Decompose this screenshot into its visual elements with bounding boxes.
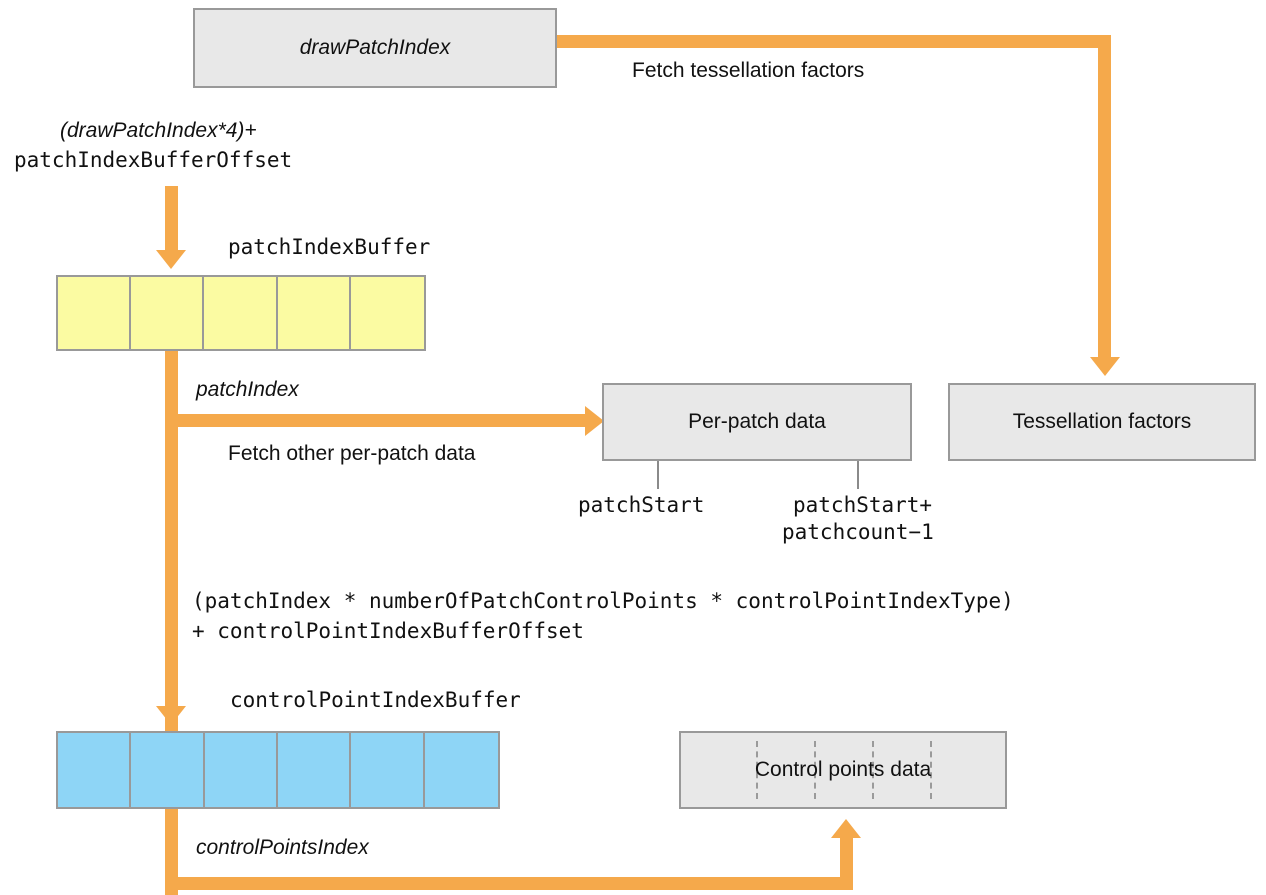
arrowhead-down-control-point-index-buffer-icon	[156, 706, 186, 725]
edge-offset-to-patch-index-buffer	[165, 186, 178, 254]
node-tessellation-factors[interactable]: Tessellation factors	[948, 383, 1256, 461]
buffer-control-point-index[interactable]	[56, 731, 500, 809]
node-control-points-data[interactable]: Control points data	[679, 731, 1007, 809]
buffer-cell[interactable]	[58, 733, 132, 807]
buffer-patch-index[interactable]	[56, 275, 426, 351]
buffer-cell[interactable]	[351, 733, 425, 807]
label-patch-end-line1: patchStart+	[793, 493, 933, 517]
formula-patch-index-offset-line2: patchIndexBufferOffset	[14, 148, 293, 172]
edge-label-fetch-other-per-patch-data: Fetch other per-patch data	[228, 442, 476, 465]
edge-patch-index-to-per-patch-data	[165, 414, 589, 427]
buffer-cell[interactable]	[204, 277, 278, 349]
tick-patch-start	[657, 461, 659, 489]
control-points-divider	[814, 741, 816, 799]
edge-patch-index-trunk	[165, 351, 178, 895]
arrowhead-right-per-patch-data-icon	[585, 406, 604, 436]
buffer-cell[interactable]	[131, 733, 205, 807]
edge-draw-patch-index-to-tessellation-horizontal	[557, 35, 1111, 48]
buffer-cell[interactable]	[58, 277, 132, 349]
node-draw-patch-index[interactable]: drawPatchIndex	[193, 8, 557, 88]
control-points-divider	[930, 741, 932, 799]
buffer-cell[interactable]	[131, 277, 205, 349]
edge-control-points-index-horizontal	[165, 877, 853, 890]
buffer-cell[interactable]	[278, 733, 352, 807]
arrowhead-up-control-points-data-icon	[831, 819, 861, 838]
edge-draw-patch-index-to-tessellation-vertical	[1098, 35, 1111, 365]
buffer-cell[interactable]	[424, 733, 499, 807]
edge-label-patch-index: patchIndex	[196, 378, 299, 401]
label-control-points-data: Control points data	[754, 758, 932, 781]
buffer-cell[interactable]	[204, 733, 279, 807]
edge-label-fetch-tessellation-factors: Fetch tessellation factors	[632, 59, 865, 82]
arrowhead-down-tessellation-icon	[1090, 357, 1120, 376]
formula-patch-index-offset-line1: (drawPatchIndex*4)+	[60, 119, 257, 142]
label-patch-end-line2: patchcount−1	[782, 520, 934, 544]
buffer-cell[interactable]	[277, 277, 351, 349]
control-points-divider	[756, 741, 758, 799]
label-patch-index-buffer: patchIndexBuffer	[228, 235, 431, 259]
edge-control-points-index-vertical	[840, 838, 853, 883]
formula-control-point-offset-line2: + controlPointIndexBufferOffset	[192, 619, 584, 643]
buffer-cell[interactable]	[350, 277, 424, 349]
node-per-patch-data[interactable]: Per-patch data	[602, 383, 912, 461]
label-patch-start: patchStart	[578, 493, 705, 517]
edge-label-control-points-index: controlPointsIndex	[196, 836, 369, 859]
control-points-divider	[872, 741, 874, 799]
arrowhead-down-patch-index-buffer-icon	[156, 250, 186, 269]
tick-patch-end	[857, 461, 859, 489]
formula-control-point-offset-line1: (patchIndex * numberOfPatchControlPoints…	[192, 589, 1014, 613]
label-control-point-index-buffer: controlPointIndexBuffer	[230, 688, 521, 712]
